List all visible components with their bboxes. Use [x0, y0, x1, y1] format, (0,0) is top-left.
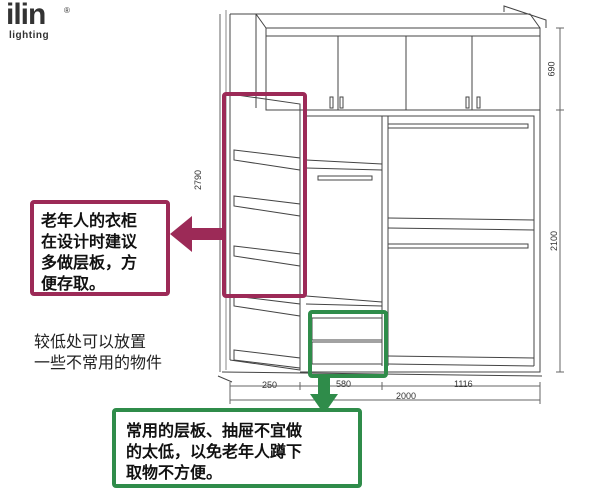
callout-low-shelves: 常用的层板、抽屉不宜做 的太低，以免老年人蹲下 取物不方便。: [112, 408, 362, 488]
highlight-frame-drawers: [308, 310, 388, 378]
callout-line: 在设计时建议: [41, 232, 138, 251]
dimension-width-total: 2000: [396, 391, 417, 401]
callout-line: 便存取。: [41, 274, 106, 293]
callout-line: 常用的层板、抽屉不宜做: [126, 421, 303, 440]
callout-elderly-wardrobe: 老年人的衣柜 在设计时建议 多做层板，方 便存取。: [30, 200, 170, 296]
hanging-rail: [387, 243, 529, 249]
drawer: [311, 317, 383, 341]
note-line: 较低处可以放置: [34, 332, 147, 351]
logo-sub: lighting: [9, 30, 50, 41]
top-cabinet-outline: [265, 27, 541, 111]
callout-line: 老年人的衣柜: [41, 211, 138, 230]
highlight-frame-shelves: [222, 92, 307, 298]
dimension-width-right: 1116: [454, 379, 473, 389]
top-door-dividers: [337, 36, 473, 110]
dimension-main-section: 2100: [549, 230, 560, 252]
handle: [465, 96, 470, 109]
handle: [329, 96, 334, 109]
logo-main: ilin: [6, 0, 46, 31]
hanging-rail: [387, 123, 529, 129]
callout-line: 的太低，以免老年人蹲下: [126, 442, 303, 461]
dimension-width-middle: 580: [336, 379, 352, 389]
dimension-width-side: 250: [262, 380, 278, 390]
registered-mark: ®: [64, 6, 70, 15]
callout-line: 多做层板，方: [41, 253, 138, 272]
hanging-rail: [317, 175, 373, 181]
arrow-red-left: [170, 216, 224, 252]
handle: [476, 96, 481, 109]
ilin-lighting-logo: ilin lighting ®: [6, 0, 70, 44]
arrow-green-down: [310, 376, 338, 414]
dimension-top-cabinet: 690: [546, 61, 557, 77]
note-low-storage: 较低处可以放置 一些不常用的物件: [34, 331, 204, 373]
callout-line: 取物不方便。: [126, 463, 223, 482]
handle: [339, 96, 344, 109]
note-line: 一些不常用的物件: [34, 353, 163, 372]
main-body-outline: [300, 109, 541, 373]
dimension-height-total: 2790: [193, 169, 204, 191]
drawer: [311, 341, 383, 365]
left-side-panel: [229, 13, 257, 360]
corner-shelf-unit: [229, 93, 301, 371]
top-cabinet-lid: [255, 13, 541, 29]
